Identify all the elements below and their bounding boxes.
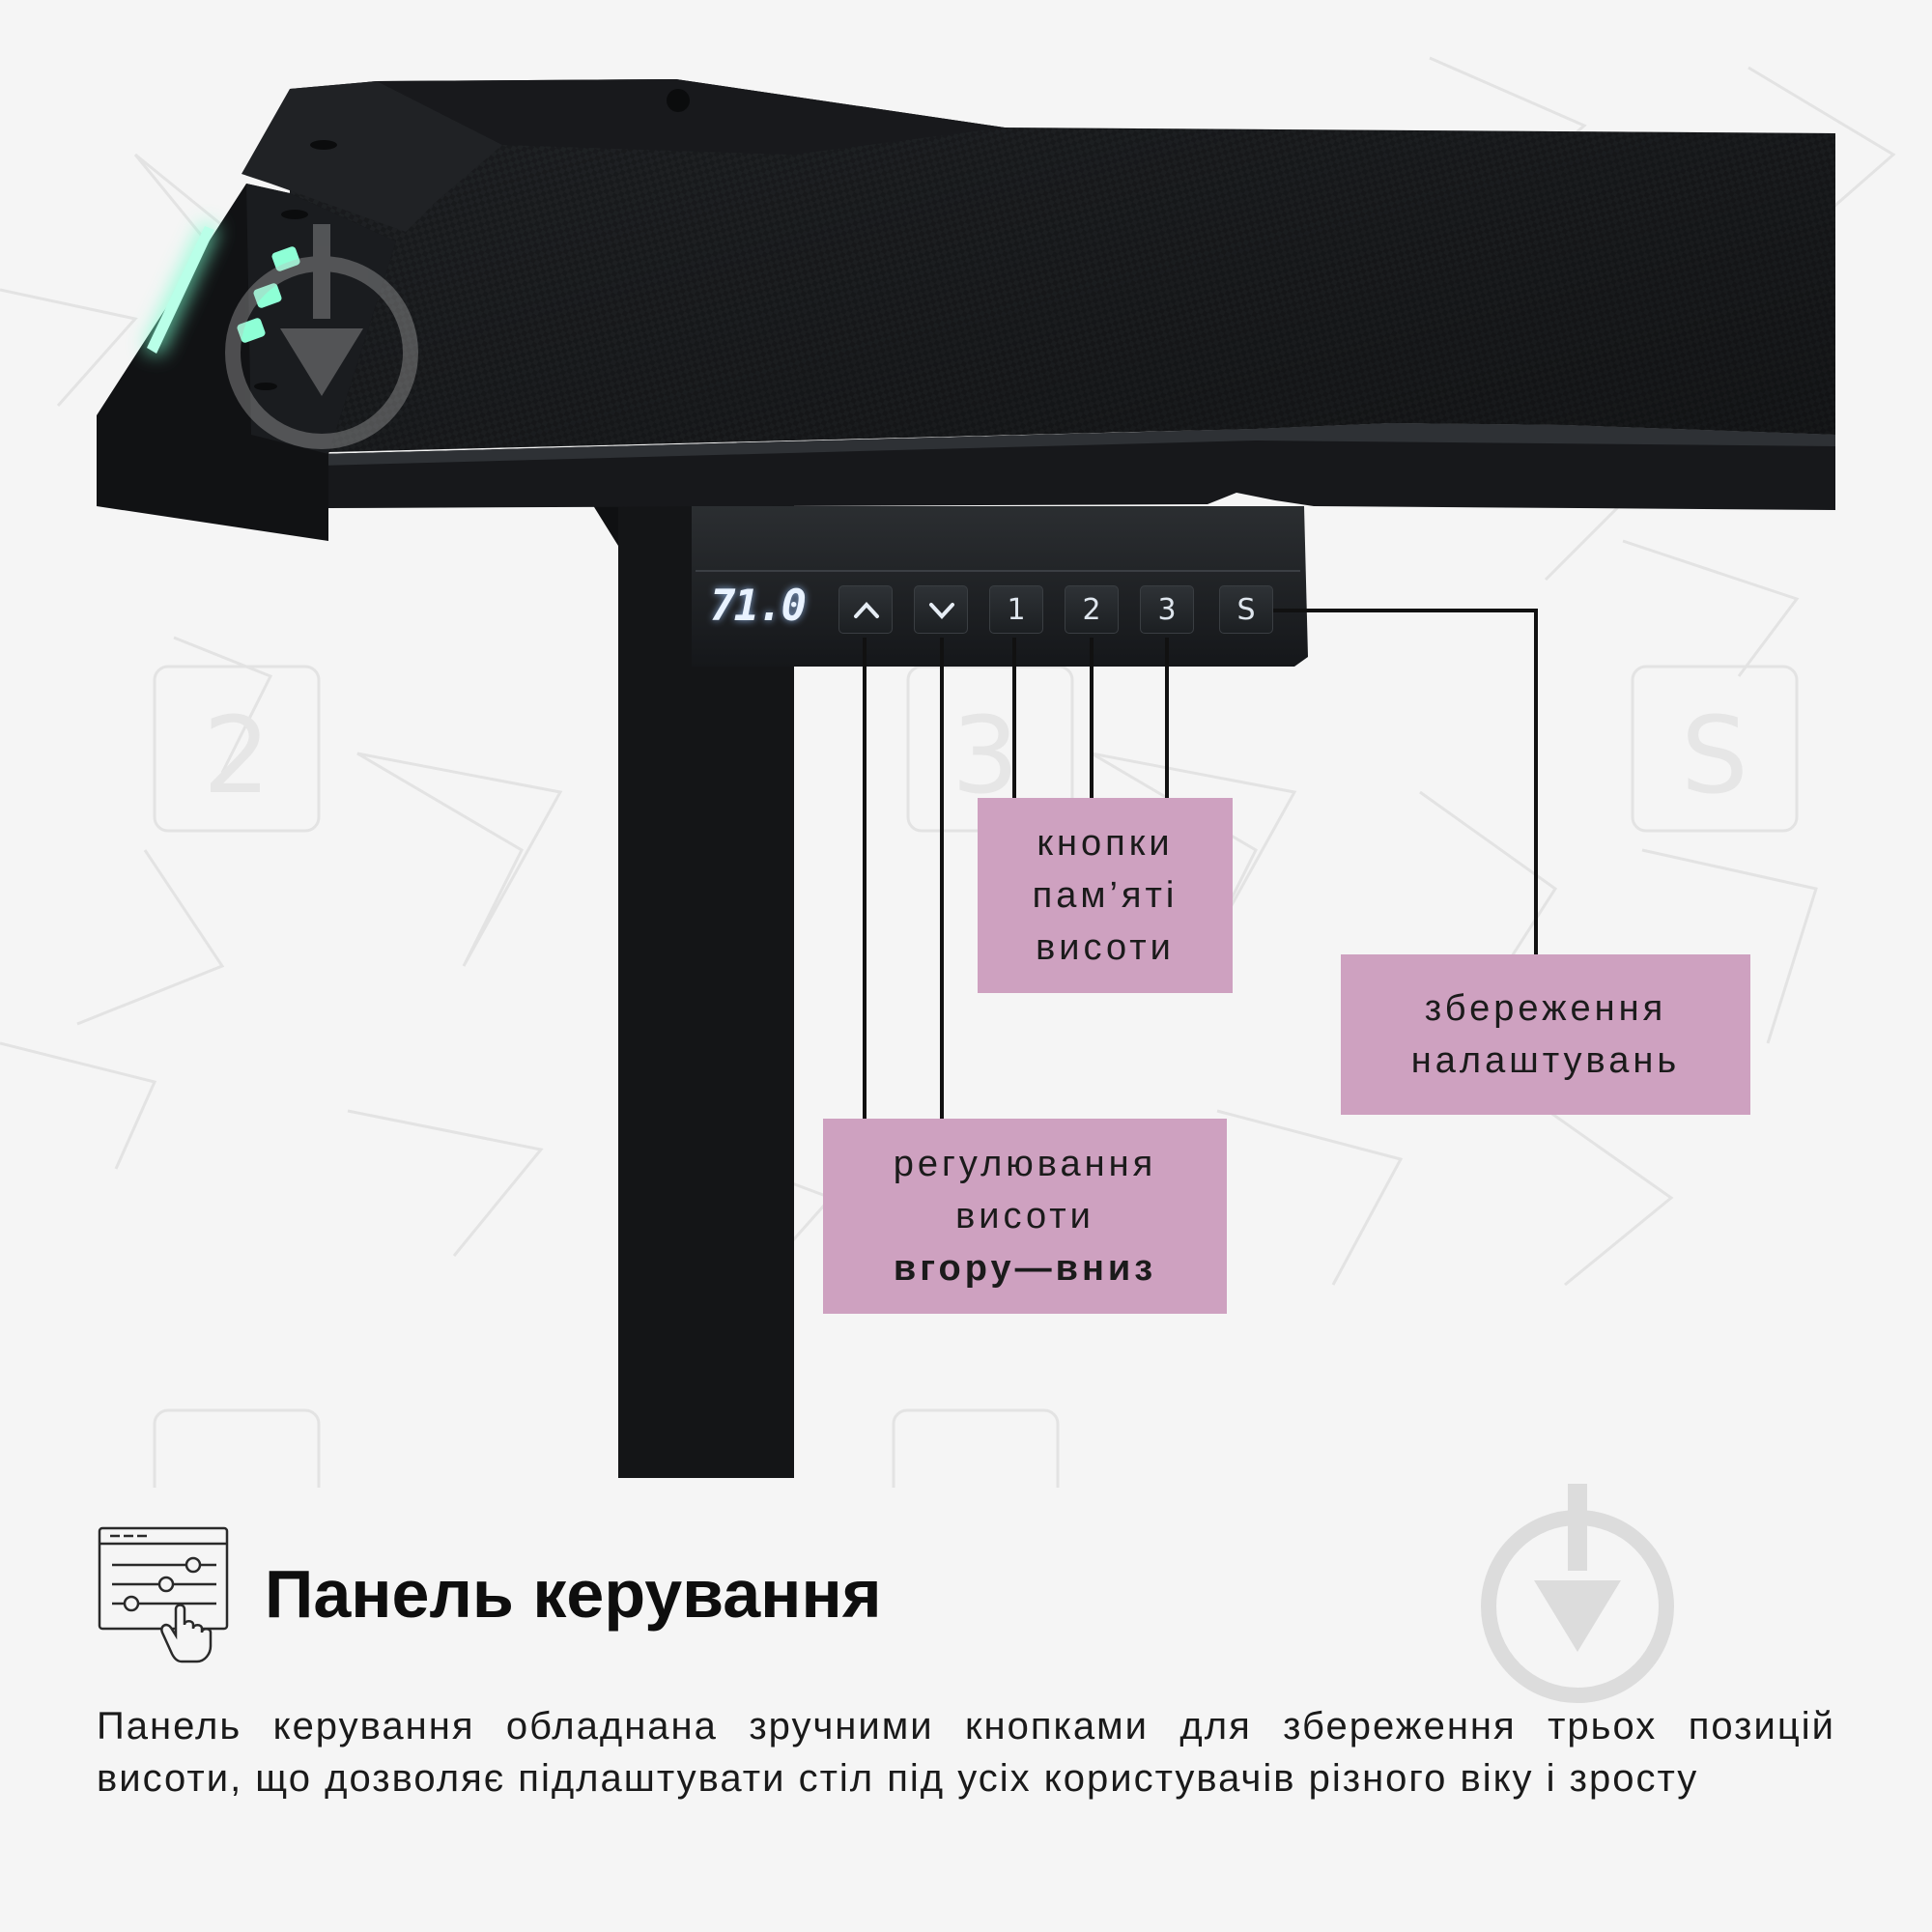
bg-pattern-glyph: 3 bbox=[952, 694, 1019, 817]
memory-button-2[interactable]: 2 bbox=[1065, 585, 1119, 634]
callout-text: вгору—вниз bbox=[893, 1248, 1157, 1289]
memory-button-1[interactable]: 1 bbox=[989, 585, 1043, 634]
callout-text: пам’яті bbox=[1032, 875, 1179, 916]
height-down-button[interactable] bbox=[914, 585, 968, 634]
rgb-buttons bbox=[237, 246, 300, 343]
chevron-down-icon bbox=[929, 603, 954, 619]
callout-text: налаштувань bbox=[1410, 1040, 1681, 1081]
description-line: висоти, що дозволяє підлаштувати стіл пі… bbox=[97, 1757, 1699, 1800]
chevron-up-icon bbox=[854, 602, 879, 618]
height-display: 71.0 bbox=[710, 582, 807, 631]
callout-lines bbox=[863, 609, 1538, 1119]
callout-save-settings: збереження налаштувань bbox=[1341, 954, 1750, 1115]
callout-text: регулювання bbox=[893, 1144, 1157, 1184]
callout-text: висоти bbox=[955, 1196, 1094, 1236]
callout-text: збереження bbox=[1424, 988, 1667, 1029]
desk-wing bbox=[242, 81, 502, 232]
memory-button-3[interactable]: 3 bbox=[1140, 585, 1194, 634]
bg-pattern-glyph: S bbox=[1681, 694, 1748, 817]
watermark-logo-icon bbox=[225, 224, 418, 449]
section-title: Панель керування bbox=[265, 1556, 882, 1632]
led-strip bbox=[147, 226, 214, 354]
leg-bracket bbox=[591, 502, 618, 546]
bg-pattern-glyph: 2 bbox=[203, 694, 270, 817]
description-line: Панель керування обладнана зручними кноп… bbox=[97, 1705, 1835, 1747]
settings-sliders-hand-icon bbox=[98, 1526, 229, 1663]
save-button[interactable]: S bbox=[1219, 585, 1273, 634]
callout-height-adjust: регулювання висоти вгору—вниз bbox=[823, 1119, 1227, 1314]
section-description: Панель керування обладнана зручними кноп… bbox=[97, 1700, 1835, 1804]
callout-memory-buttons: кнопки пам’яті висоти bbox=[978, 798, 1233, 993]
watermark-logo-icon bbox=[1481, 1484, 1674, 1703]
callout-text: кнопки bbox=[1037, 823, 1174, 864]
height-up-button[interactable] bbox=[838, 585, 893, 634]
desk-illustration bbox=[97, 79, 1835, 1478]
callout-text: висоти bbox=[1036, 927, 1175, 968]
